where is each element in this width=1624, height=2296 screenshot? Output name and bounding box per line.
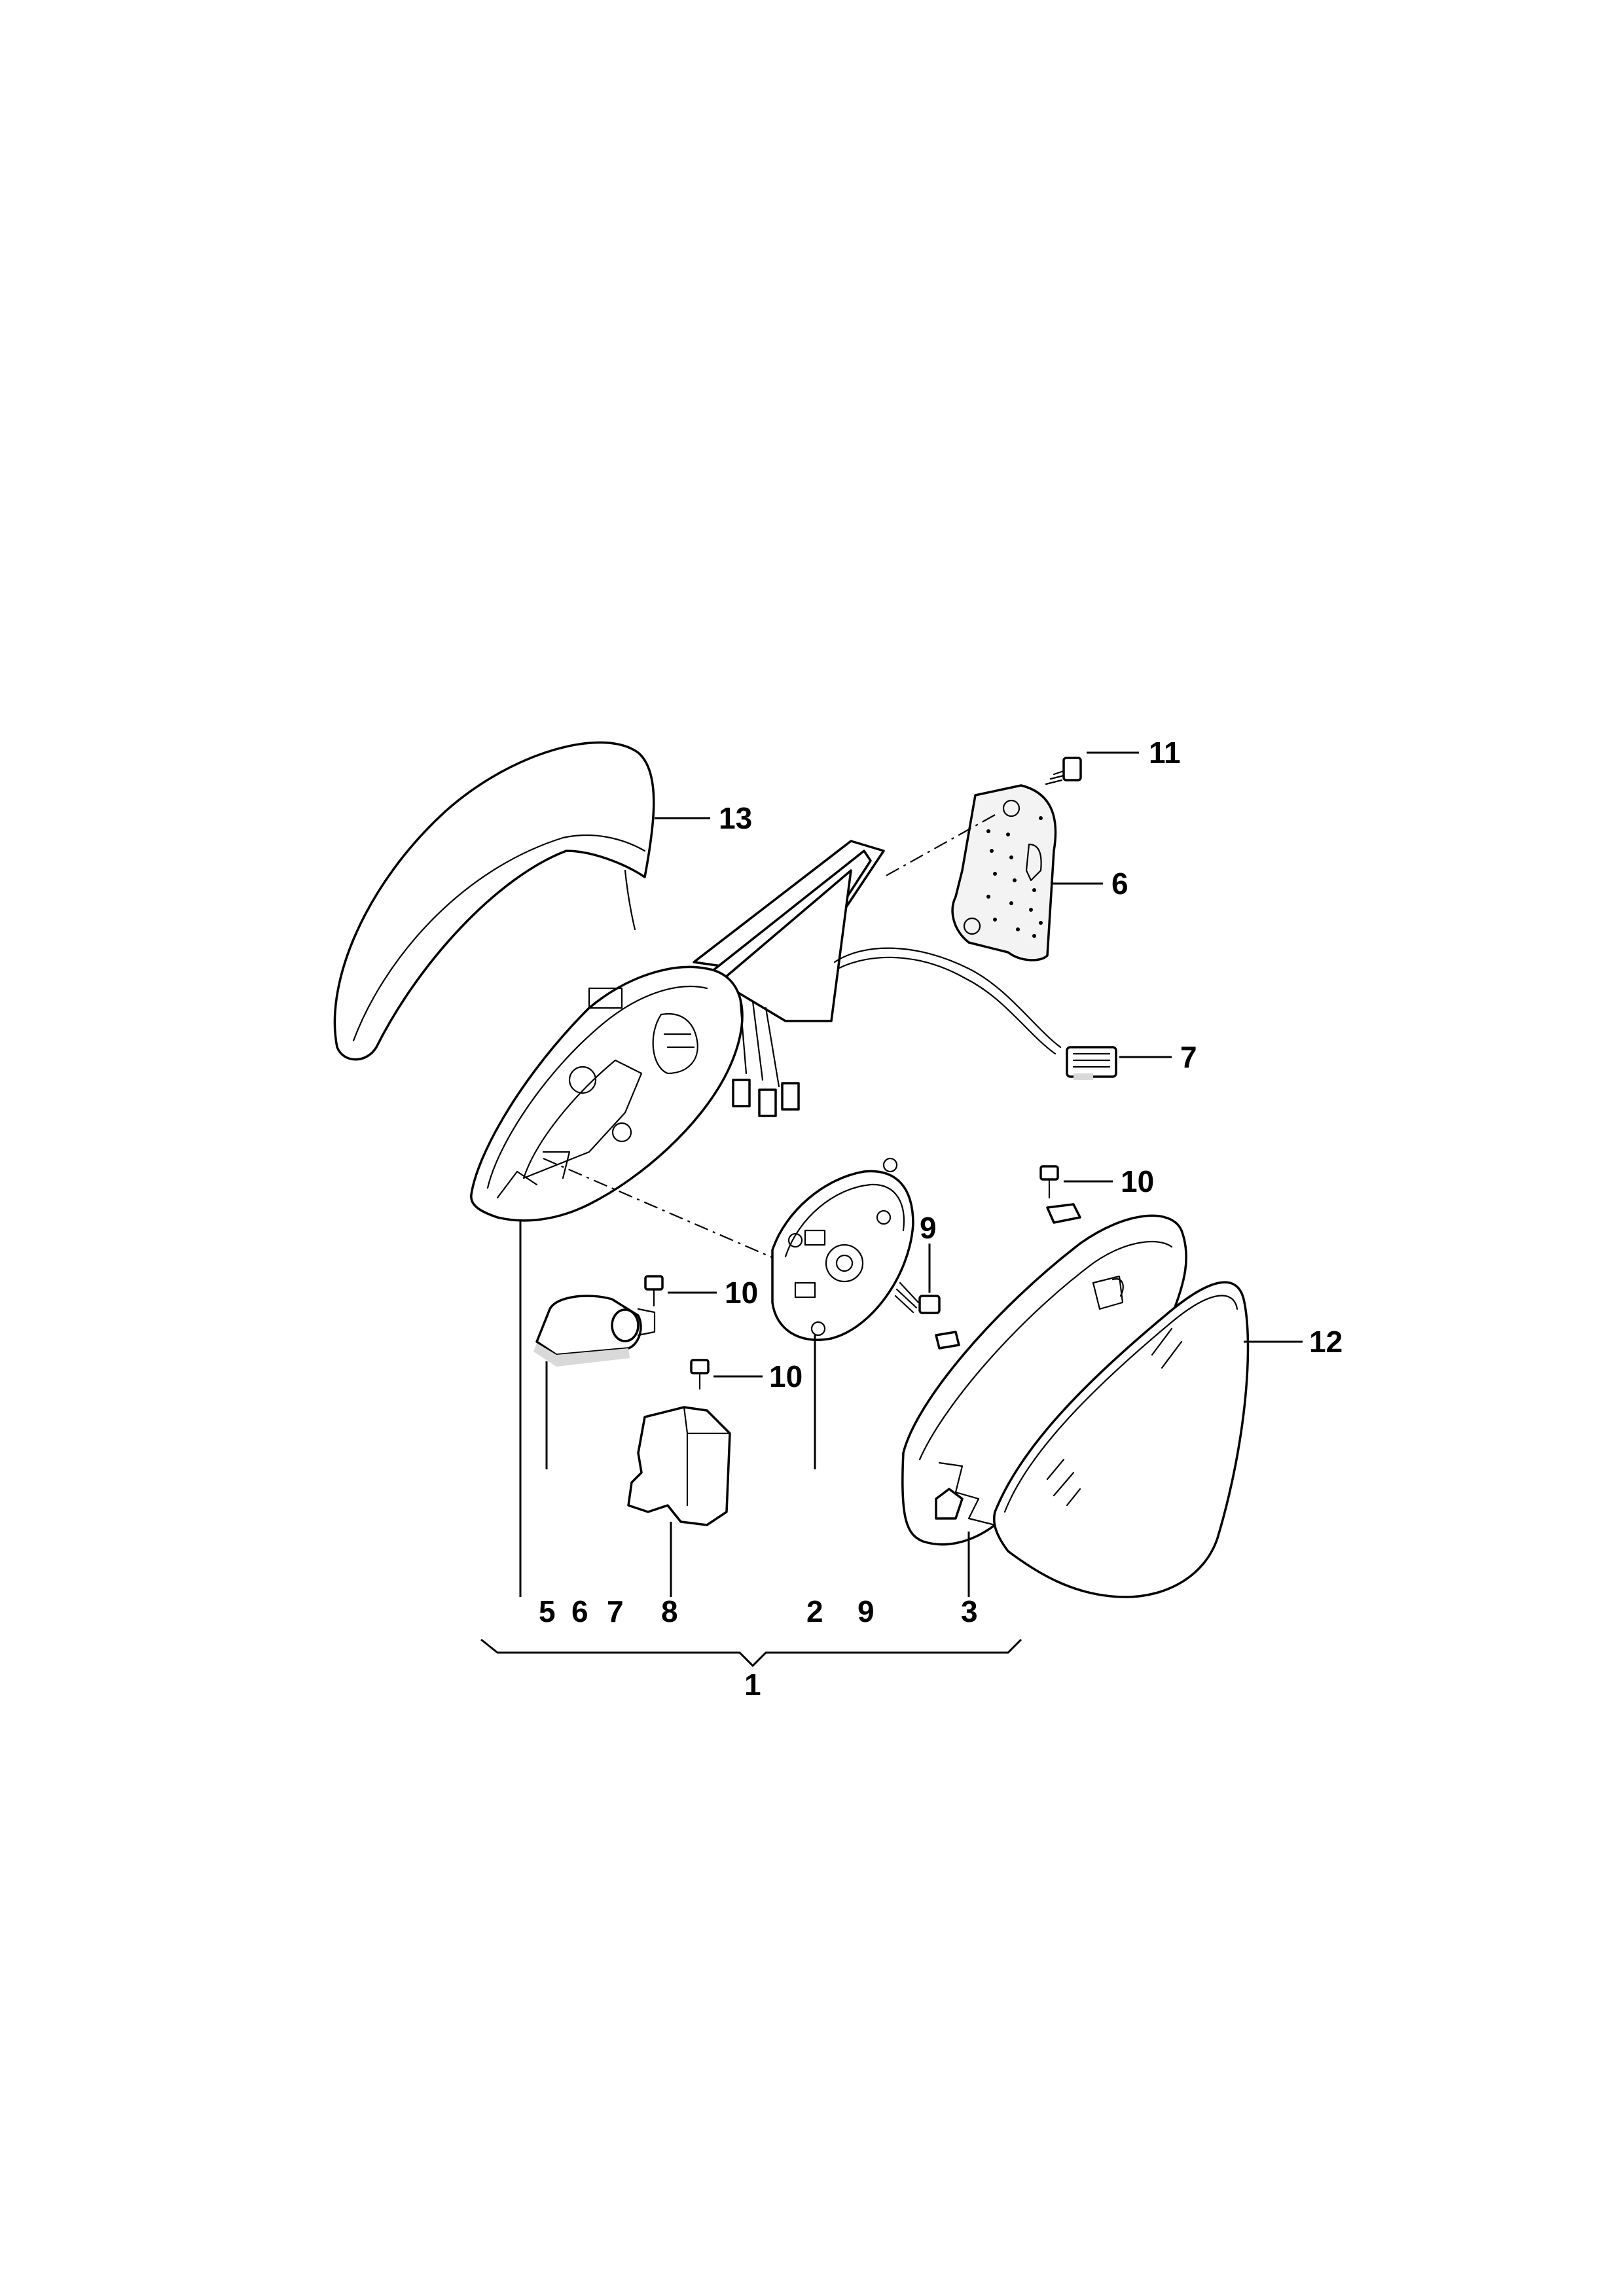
callout-3: 3 — [961, 1594, 978, 1628]
callout-9-bottom: 9 — [857, 1594, 875, 1628]
callout-2: 2 — [806, 1594, 823, 1628]
part-7-connector[interactable] — [1066, 1046, 1117, 1080]
part-mirror-housing[interactable] — [470, 965, 800, 1222]
callout-6-bottom: 6 — [571, 1594, 588, 1628]
callout-1: 1 — [744, 1668, 761, 1702]
wire-harness — [833, 947, 1062, 1049]
callout-5: 5 — [539, 1594, 556, 1628]
part-2-actuator-motor[interactable] — [771, 1157, 914, 1341]
part-11-screw[interactable] — [1045, 757, 1082, 785]
part-9-screw[interactable] — [894, 1282, 941, 1314]
part-10-screw-b[interactable] — [644, 1275, 664, 1307]
part-6-heating-pad[interactable] — [951, 784, 1057, 961]
part-10-screw-c[interactable] — [690, 1359, 710, 1390]
part-12-mirror-glass[interactable] — [993, 1281, 1250, 1598]
dash-line-housing — [543, 1157, 786, 1265]
callout-7-top: 7 — [1180, 1040, 1197, 1074]
callout-11: 11 — [1149, 736, 1181, 770]
callout-12: 12 — [1309, 1325, 1343, 1359]
callout-10-a: 10 — [1121, 1164, 1154, 1198]
harness-plates — [693, 840, 885, 1022]
part-8-bracket[interactable] — [627, 1406, 731, 1526]
callout-8: 8 — [661, 1594, 678, 1628]
callout-10-c: 10 — [769, 1359, 803, 1393]
kit-brace — [480, 1638, 1022, 1668]
callout-10-b: 10 — [725, 1276, 758, 1310]
heating-pad-dots — [986, 816, 1043, 938]
callout-7-bottom: 7 — [607, 1594, 624, 1628]
wire-harness-inner — [837, 956, 1056, 1055]
callout-9-top: 9 — [920, 1211, 937, 1245]
callout-13: 13 — [719, 801, 752, 835]
part-10-screw-a[interactable] — [1039, 1165, 1059, 1199]
part-5-puddle-lamp[interactable] — [533, 1295, 656, 1367]
callout-6-top: 6 — [1111, 867, 1128, 901]
dash-line-6 — [883, 814, 996, 878]
part-13-mirror-cap[interactable] — [333, 741, 655, 1061]
